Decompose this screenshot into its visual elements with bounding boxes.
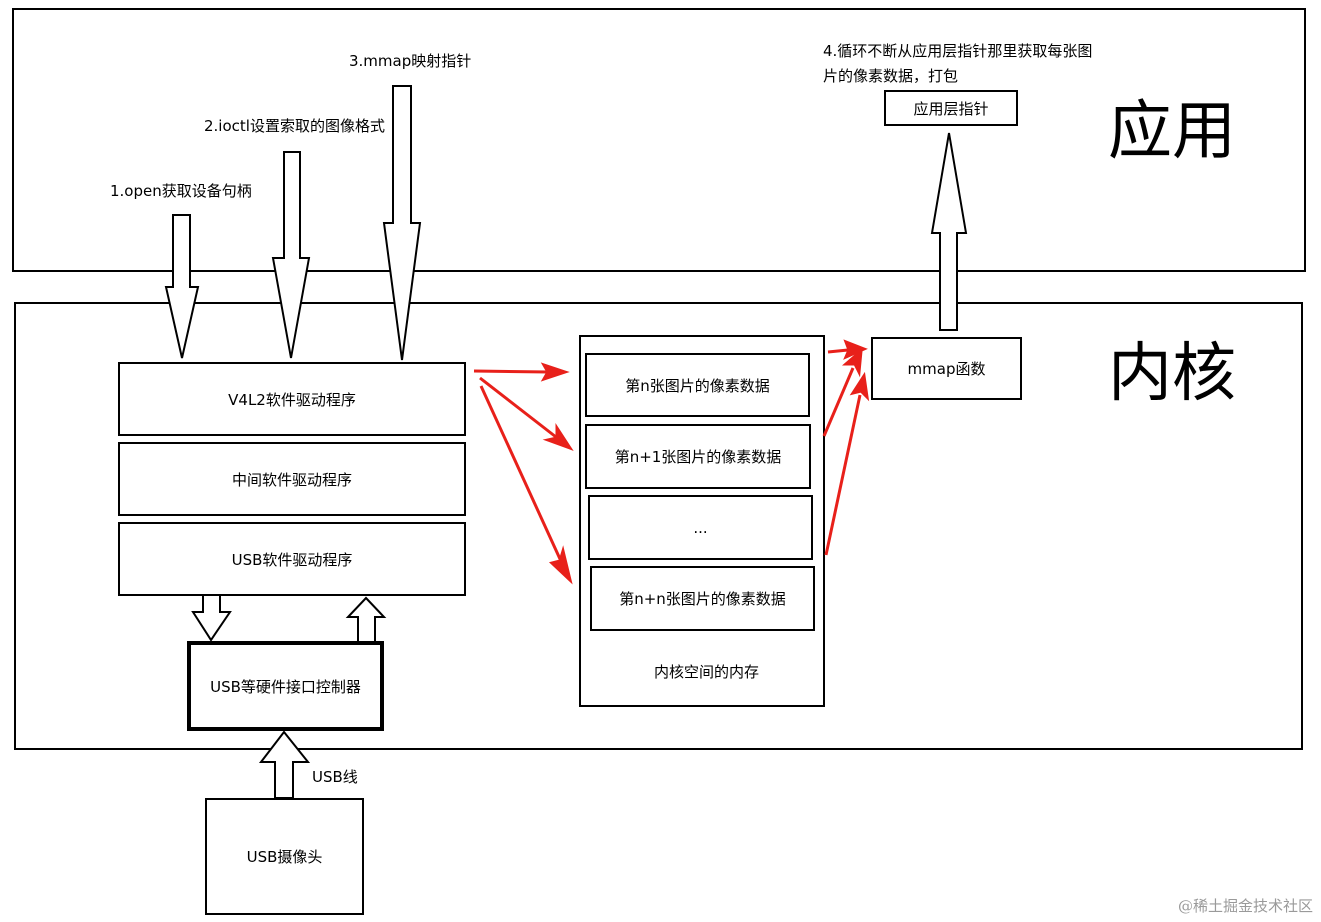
memory-frame-ellipsis: ... bbox=[588, 495, 813, 560]
red-arrow-head-6 bbox=[849, 371, 870, 402]
watermark-text: @稀土掘金技术社区 bbox=[1177, 897, 1313, 915]
memory-frame-n-plus-1: 第n+1张图片的像素数据 bbox=[585, 424, 811, 489]
driver-to-controller-arrow-icon bbox=[191, 594, 232, 642]
red-arrow-head-4 bbox=[843, 339, 868, 360]
app-pointer-label: 应用层指针 bbox=[913, 99, 989, 118]
usb-driver-box: USB软件驱动程序 bbox=[118, 522, 466, 596]
step1-arrow-icon bbox=[164, 214, 200, 359]
step3-arrow-icon bbox=[382, 85, 422, 361]
step2-arrow-icon bbox=[271, 151, 311, 359]
step4-label-line2: 片的像素数据，打包 bbox=[823, 67, 959, 85]
usb-camera-label: USB摄像头 bbox=[246, 848, 323, 866]
application-layer-title: 应用 bbox=[1108, 95, 1236, 169]
red-arrow-head-2 bbox=[542, 422, 574, 451]
memory-frame-n-plus-1-label: 第n+1张图片的像素数据 bbox=[614, 448, 782, 466]
memory-frame-ellipsis-label: ... bbox=[693, 518, 708, 537]
step3-label: 3.mmap映射指针 bbox=[349, 52, 472, 70]
red-arrow-head-5 bbox=[841, 347, 863, 378]
kernel-layer-frame bbox=[14, 302, 1303, 750]
controller-to-driver-arrow-icon bbox=[345, 596, 387, 643]
step1-label: 1.open获取设备句柄 bbox=[110, 182, 252, 200]
middle-driver-label: 中间软件驱动程序 bbox=[231, 470, 352, 489]
usb-driver-label: USB软件驱动程序 bbox=[231, 550, 353, 569]
application-layer-frame bbox=[12, 8, 1306, 272]
app-pointer-arrow-icon bbox=[930, 132, 968, 331]
usb-controller-box: USB等硬件接口控制器 bbox=[187, 641, 384, 731]
app-pointer-box: 应用层指针 bbox=[884, 90, 1018, 126]
usb-controller-label: USB等硬件接口控制器 bbox=[210, 677, 361, 696]
usb-wire-label: USB线 bbox=[312, 768, 358, 786]
memory-frame-n: 第n张图片的像素数据 bbox=[585, 353, 810, 417]
mmap-function-label: mmap函数 bbox=[907, 360, 986, 378]
kernel-layer-title: 内核 bbox=[1108, 337, 1236, 411]
step4-label-line1: 4.循环不断从应用层指针那里获取每张图 bbox=[823, 42, 1093, 60]
usb-camera-box: USB摄像头 bbox=[205, 798, 364, 915]
step2-label: 2.ioctl设置索取的图像格式 bbox=[204, 117, 385, 135]
v4l2-driver-box: V4L2软件驱动程序 bbox=[118, 362, 466, 436]
mmap-function-box: mmap函数 bbox=[871, 337, 1022, 400]
memory-frame-n-plus-n-label: 第n+n张图片的像素数据 bbox=[619, 590, 786, 608]
memory-frame-n-plus-n: 第n+n张图片的像素数据 bbox=[590, 566, 815, 631]
kernel-memory-caption: 内核空间的内存 bbox=[654, 663, 760, 681]
memory-frame-n-label: 第n张图片的像素数据 bbox=[625, 376, 770, 395]
red-arrow-head-3 bbox=[548, 545, 573, 585]
red-arrow-head-1 bbox=[540, 362, 570, 382]
middle-driver-box: 中间软件驱动程序 bbox=[118, 442, 466, 516]
v4l2-driver-label: V4L2软件驱动程序 bbox=[228, 390, 356, 409]
camera-to-controller-arrow-icon bbox=[258, 730, 311, 799]
